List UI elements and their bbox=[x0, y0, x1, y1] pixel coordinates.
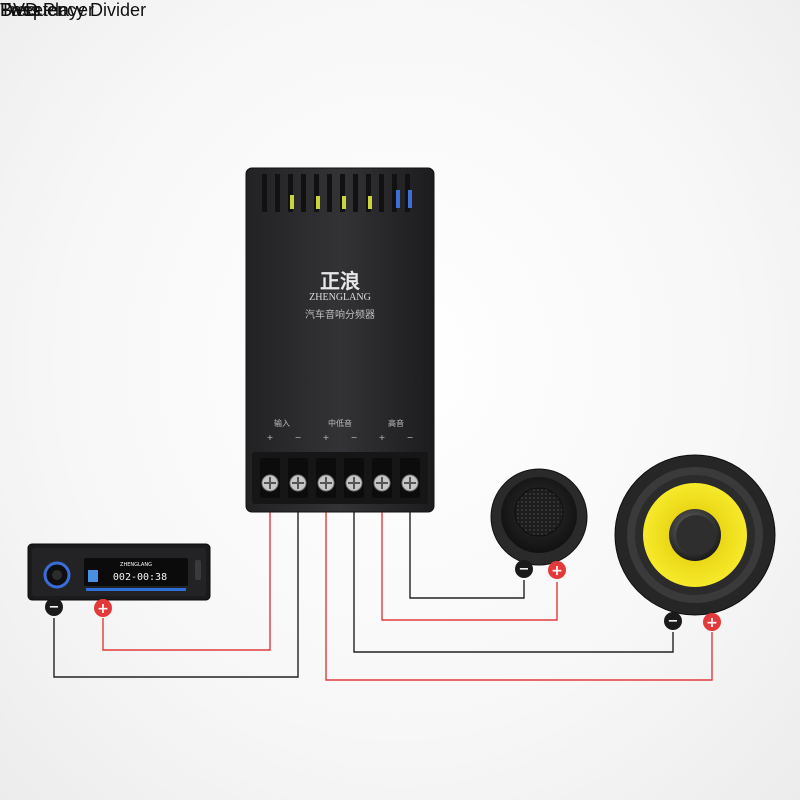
terminal-sign: + bbox=[379, 433, 386, 442]
plus-icon: + bbox=[551, 563, 563, 579]
terminal-sign: + bbox=[323, 433, 330, 442]
group-label-input: 输入 bbox=[274, 418, 290, 428]
dvd-display bbox=[84, 558, 188, 586]
screw-terminal bbox=[344, 458, 364, 498]
terminal-sign: − bbox=[295, 433, 302, 442]
bass-plus-terminal: + bbox=[703, 613, 721, 631]
group-label-treble: 高音 bbox=[388, 418, 404, 428]
wire-tweeter-plus bbox=[381, 490, 558, 621]
tweeter-minus-terminal: − bbox=[515, 560, 533, 578]
dvd-plus-terminal: + bbox=[94, 599, 112, 617]
frequency-divider: 正浪 ZHENGLANG 汽车音响分频器 输入 中低音 高音 + − + − +… bbox=[245, 167, 435, 513]
screw-terminal bbox=[316, 458, 336, 498]
minus-icon: − bbox=[49, 600, 60, 615]
terminal-sign: − bbox=[351, 433, 358, 442]
screw-terminal bbox=[400, 458, 420, 498]
wire-tweeter-minus bbox=[409, 490, 525, 599]
wires bbox=[53, 490, 713, 681]
dvd-display-time: 002-00:38 bbox=[113, 572, 167, 583]
plus-icon: + bbox=[97, 601, 109, 617]
terminal-sign: + bbox=[267, 433, 274, 442]
plus-icon: + bbox=[706, 615, 718, 631]
wire-input-minus bbox=[53, 490, 299, 678]
dvd-display-brand: ZHENGLANG bbox=[120, 562, 152, 568]
dvd-minus-terminal: − bbox=[45, 598, 63, 616]
vent-slits bbox=[262, 174, 412, 212]
group-label-mid-bass: 中低音 bbox=[328, 418, 352, 428]
minus-icon: − bbox=[519, 562, 530, 577]
bass-label: Bass bbox=[0, 0, 41, 20]
dvd-player-label: DVD Player bbox=[0, 0, 95, 20]
subtitle-cn: 汽车音响分频器 bbox=[305, 308, 375, 321]
dvd-player: ZHENGLANG 002-00:38 bbox=[27, 543, 211, 601]
minus-icon: − bbox=[668, 614, 679, 629]
wire-input-plus bbox=[102, 490, 271, 651]
screw-terminal bbox=[260, 458, 280, 498]
tweeter-label: Tweeter bbox=[0, 0, 65, 20]
tweeter-speaker bbox=[490, 468, 588, 566]
frequency-divider-label: Frequency Divider bbox=[0, 0, 147, 20]
screw-terminal bbox=[288, 458, 308, 498]
brand-cn: 正浪 bbox=[320, 269, 360, 293]
screw-terminal bbox=[372, 458, 392, 498]
wire-bass-plus bbox=[325, 490, 713, 681]
bass-minus-terminal: − bbox=[664, 612, 682, 630]
wire-bass-minus bbox=[353, 490, 674, 653]
brand-en: ZHENGLANG bbox=[309, 292, 371, 303]
tweeter-plus-terminal: + bbox=[548, 561, 566, 579]
bass-speaker bbox=[614, 454, 776, 616]
terminal-sign: − bbox=[407, 433, 414, 442]
polarity-markers: − + − + − + bbox=[45, 560, 721, 631]
